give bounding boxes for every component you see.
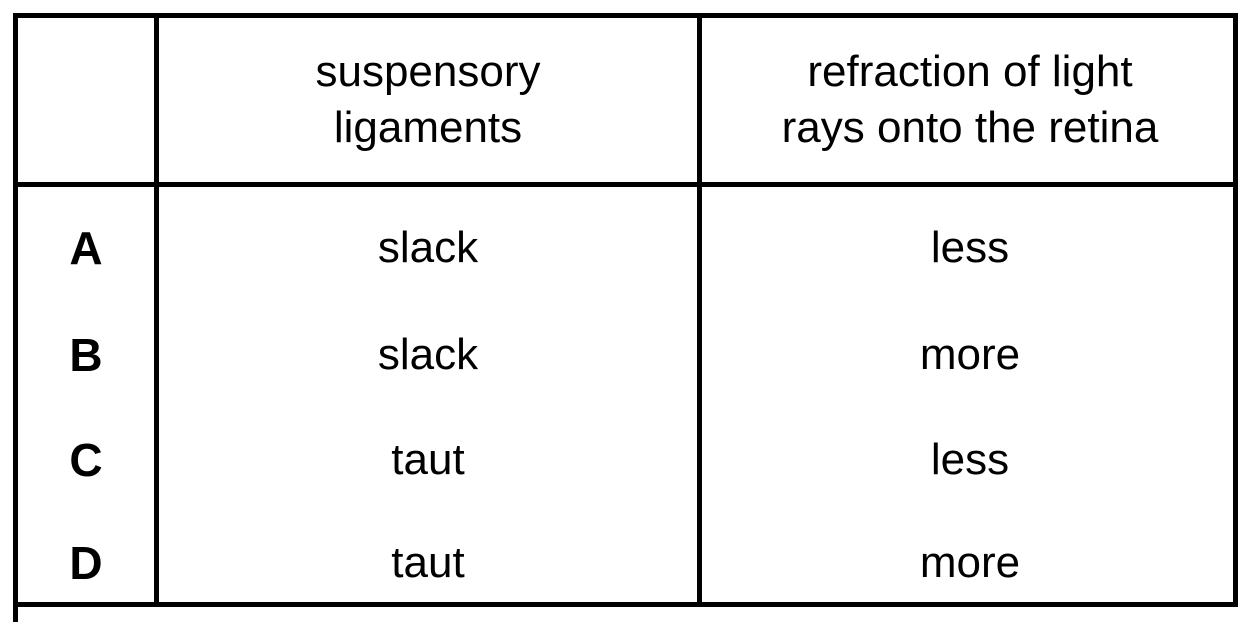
table-row: C taut less xyxy=(13,408,1238,513)
row-d-refraction: more xyxy=(919,538,1021,588)
header-suspensory-ligaments-text: suspensory ligaments xyxy=(315,44,540,157)
table-row: D taut more xyxy=(13,511,1238,616)
header-cell-label-column xyxy=(18,18,154,182)
cropped-row-left-border xyxy=(13,607,18,622)
row-b-suspensory-ligaments: slack xyxy=(377,330,479,380)
table-row: B slack more xyxy=(13,303,1238,408)
header-col2-line1: refraction of light xyxy=(807,46,1133,96)
cropped-next-row xyxy=(13,607,1238,622)
row-label-d: D xyxy=(69,537,103,590)
header-divider-rule xyxy=(13,182,1238,187)
row-label-a: A xyxy=(69,222,103,275)
row-d-suspensory-ligaments: taut xyxy=(391,538,465,588)
row-c-refraction: less xyxy=(930,435,1010,485)
column-divider-2 xyxy=(697,13,702,622)
row-a-suspensory-ligaments: slack xyxy=(377,223,479,273)
row-c-suspensory-ligaments: taut xyxy=(391,435,465,485)
header-col1-line2: ligaments xyxy=(333,103,523,152)
row-label-b: B xyxy=(69,329,103,382)
header-col2-line2: rays onto the retina xyxy=(781,103,1159,152)
row-b-refraction: more xyxy=(919,330,1021,380)
header-cell-suspensory-ligaments: suspensory ligaments xyxy=(159,18,697,182)
answer-options-table xyxy=(13,13,1238,607)
table-row: A slack less xyxy=(13,196,1238,301)
header-refraction-text: refraction of light rays onto the retina xyxy=(782,44,1159,157)
column-divider-1 xyxy=(154,13,159,622)
row-a-refraction: less xyxy=(930,223,1010,273)
header-col1-line1: suspensory xyxy=(315,46,541,96)
header-cell-refraction: refraction of light rays onto the retina xyxy=(702,18,1238,182)
row-label-c: C xyxy=(69,434,103,487)
